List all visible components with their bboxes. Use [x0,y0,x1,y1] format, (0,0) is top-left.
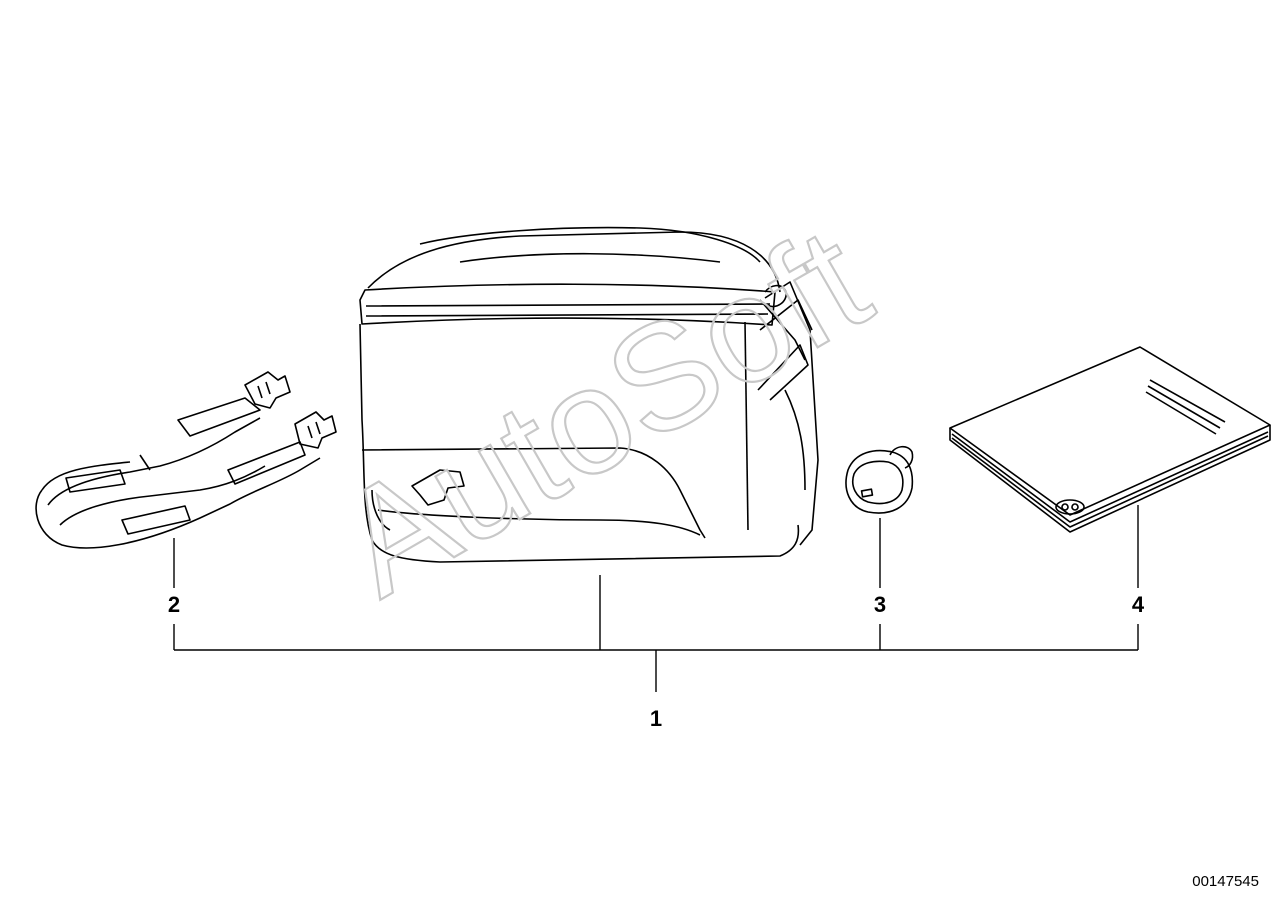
key-illustration [845,445,914,514]
watermark: AutoSoft [312,195,894,628]
callout-2: 2 [168,592,180,617]
booklet-illustration [949,346,1271,533]
callout-3: 3 [874,592,886,617]
strap-illustration [35,371,337,549]
callout-4: 4 [1132,592,1145,617]
diagram-id: 00147545 [1192,873,1259,890]
leader-lines [173,505,1139,692]
tank-bag-illustration [359,226,819,563]
callout-1: 1 [650,706,662,731]
